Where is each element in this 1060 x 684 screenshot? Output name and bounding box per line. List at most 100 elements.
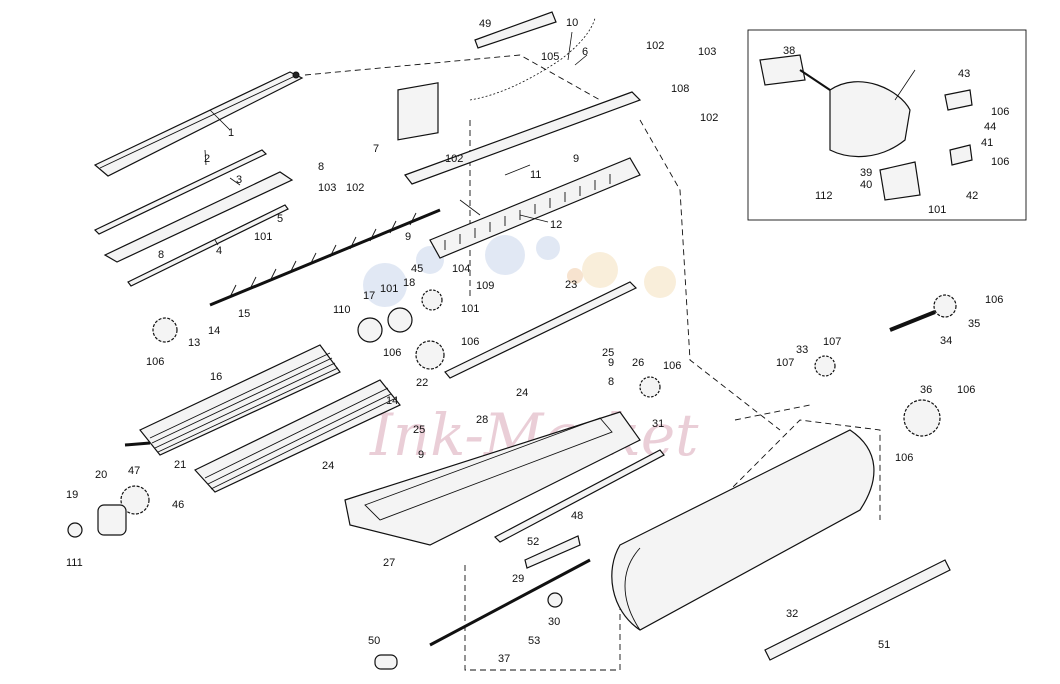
part-strip-2: [93, 149, 268, 235]
label-9d: 9: [418, 449, 424, 461]
label-6: 6: [582, 46, 588, 58]
label-105: 105: [541, 51, 559, 63]
part-50: [374, 654, 398, 670]
assembly-line-d: [619, 419, 881, 601]
assembly-line-f: [734, 404, 811, 421]
label-38: 38: [783, 45, 795, 57]
label-11: 11: [530, 169, 541, 181]
label-35: 35: [968, 318, 980, 330]
bracket-17: [387, 307, 413, 333]
label-30: 30: [548, 616, 560, 628]
label-23: 23: [565, 279, 577, 291]
label-106i: 106: [991, 156, 1009, 168]
gear-36: [903, 399, 941, 437]
label-29: 29: [512, 573, 524, 585]
label-16: 16: [210, 371, 222, 383]
gear-35: [933, 294, 957, 318]
label-18: 18: [403, 277, 415, 289]
part-strip-51: [764, 559, 951, 661]
part-plate-49: [474, 11, 557, 49]
part-housing: [829, 81, 911, 158]
part-lower-roller: [194, 379, 401, 493]
label-32: 32: [786, 608, 798, 620]
label-3: 3: [236, 174, 242, 186]
ring-19: [67, 522, 83, 538]
label-15: 15: [238, 308, 250, 320]
label-27: 27: [383, 557, 395, 569]
label-2: 2: [204, 153, 210, 165]
label-101d: 101: [928, 204, 946, 216]
label-106g: 106: [895, 452, 913, 464]
part-30: [547, 592, 563, 608]
label-107a: 107: [823, 336, 841, 348]
label-48: 48: [571, 510, 583, 522]
label-106c: 106: [383, 347, 401, 359]
label-24b: 24: [322, 460, 334, 472]
part-labels: 1 2 3 4 5 6 7 8 8 8 9 9 9 9 10 11 12 13 …: [66, 17, 1009, 665]
label-106e: 106: [985, 294, 1003, 306]
label-102c: 102: [646, 40, 664, 52]
label-1: 1: [228, 127, 234, 139]
label-25a: 25: [602, 347, 614, 359]
knob-20: [97, 504, 127, 536]
part-base-tray: [344, 411, 641, 546]
label-101b: 101: [380, 283, 398, 295]
label-44: 44: [984, 121, 996, 133]
label-112: 112: [815, 190, 833, 202]
gear-33: [814, 355, 836, 377]
label-106d: 106: [663, 360, 681, 372]
part-bracket-39: [879, 161, 921, 201]
label-28: 28: [476, 414, 488, 426]
gear-20: [120, 485, 150, 515]
bushing-110: [357, 317, 383, 343]
label-13: 13: [188, 337, 200, 349]
label-107b: 107: [776, 357, 794, 369]
label-19: 19: [66, 489, 78, 501]
label-106h: 106: [991, 106, 1009, 118]
label-26: 26: [632, 357, 644, 369]
label-14b: 14: [386, 395, 398, 407]
label-106a: 106: [146, 356, 164, 368]
label-102a: 102: [346, 182, 364, 194]
label-102b: 102: [445, 153, 463, 165]
label-102d: 102: [700, 112, 718, 124]
assembly-line-c: [464, 565, 621, 671]
part-worm-shaft: [209, 208, 441, 307]
label-101c: 101: [461, 303, 479, 315]
part-lever-41: [949, 144, 973, 166]
label-36: 36: [920, 384, 932, 396]
part-ribbed-roller: [124, 344, 341, 456]
label-31: 31: [652, 418, 664, 430]
gear-18: [421, 289, 443, 311]
label-51: 51: [878, 639, 890, 651]
label-110: 110: [333, 304, 351, 316]
label-21: 21: [174, 459, 186, 471]
label-106b: 106: [461, 336, 479, 348]
assembly-line-a: [639, 119, 781, 431]
label-53: 53: [528, 635, 540, 647]
label-104: 104: [452, 263, 470, 275]
label-111: 111: [66, 557, 83, 569]
gear-13: [152, 317, 178, 343]
label-101a: 101: [254, 231, 272, 243]
part-strip-48: [494, 449, 665, 543]
label-17: 17: [363, 290, 375, 302]
part-plate-52: [524, 535, 581, 569]
leader-lines: [204, 31, 916, 246]
label-47: 47: [128, 465, 140, 477]
label-109: 109: [476, 280, 494, 292]
label-33: 33: [796, 344, 808, 356]
label-5: 5: [277, 213, 283, 225]
label-9a: 9: [573, 153, 579, 165]
label-24a: 24: [516, 387, 528, 399]
detail-inset-frame: [747, 29, 1027, 221]
label-10: 10: [566, 17, 578, 29]
part-shaft-34: [889, 310, 936, 332]
part-lever-43: [944, 89, 973, 111]
label-8b: 8: [158, 249, 164, 261]
label-20: 20: [95, 469, 107, 481]
label-4: 4: [216, 245, 222, 257]
part-cover-plate: [93, 71, 304, 177]
label-9b: 9: [405, 231, 411, 243]
